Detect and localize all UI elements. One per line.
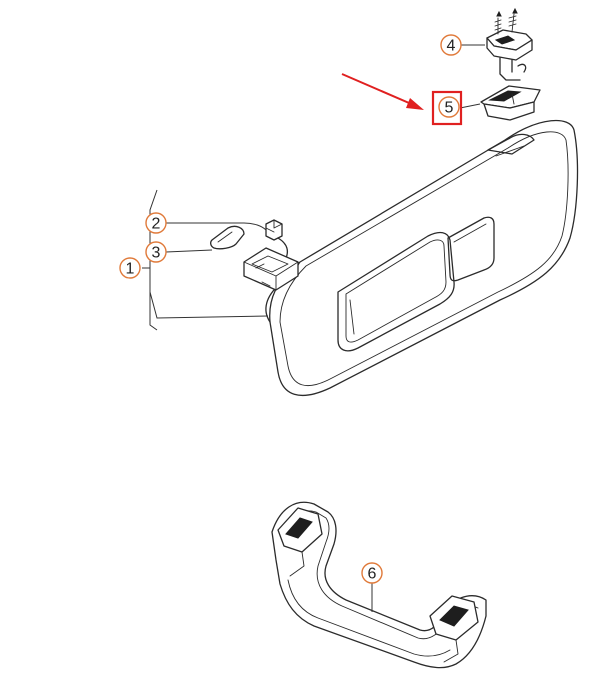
callout-1-label: 1 <box>126 261 135 278</box>
leader-lines <box>142 44 485 612</box>
callout-4: 4 <box>440 34 462 56</box>
lamp-housing <box>243 247 299 291</box>
callout-5: 5 <box>438 96 460 118</box>
callout-6: 6 <box>361 562 383 584</box>
callout-4-label: 4 <box>447 38 456 55</box>
callout-3-label: 3 <box>152 245 161 262</box>
highlight-annotation <box>341 73 463 126</box>
callout-2-label: 2 <box>152 216 161 233</box>
part-4-bracket <box>486 7 533 81</box>
red-arrow <box>341 73 417 107</box>
highlight-box <box>431 90 463 126</box>
part-3-lamp-lens <box>210 225 245 250</box>
callout-5-label: 5 <box>445 100 454 117</box>
part-5-cover <box>480 85 541 121</box>
callout-3: 3 <box>145 241 167 263</box>
part-1-sun-visor <box>265 119 579 397</box>
callout-2: 2 <box>145 212 167 234</box>
callout-6-label: 6 <box>368 566 377 583</box>
red-arrow-head <box>406 98 424 110</box>
callout-1: 1 <box>119 257 141 279</box>
part-6-grab-handle <box>271 501 487 669</box>
